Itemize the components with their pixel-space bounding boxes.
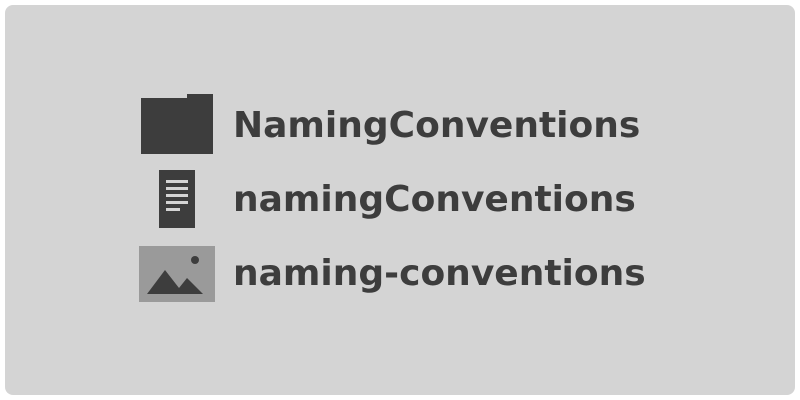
pascal-case-label: NamingConventions: [233, 105, 641, 146]
naming-conventions-card: NamingConventions namingConventions: [5, 5, 795, 395]
list-item-image: naming-conventions: [135, 237, 735, 311]
naming-list: NamingConventions namingConventions: [135, 89, 735, 311]
document-icon: [159, 170, 195, 228]
camel-case-label: namingConventions: [233, 179, 636, 220]
list-item-folder: NamingConventions: [135, 89, 735, 163]
image-icon: [139, 246, 215, 302]
kebab-case-label: naming-conventions: [233, 253, 646, 294]
folder-icon: [141, 94, 213, 154]
image-icon-wrap: [135, 237, 219, 311]
folder-icon-wrap: [135, 89, 219, 163]
list-item-document: namingConventions: [135, 163, 735, 237]
document-icon-wrap: [135, 163, 219, 237]
